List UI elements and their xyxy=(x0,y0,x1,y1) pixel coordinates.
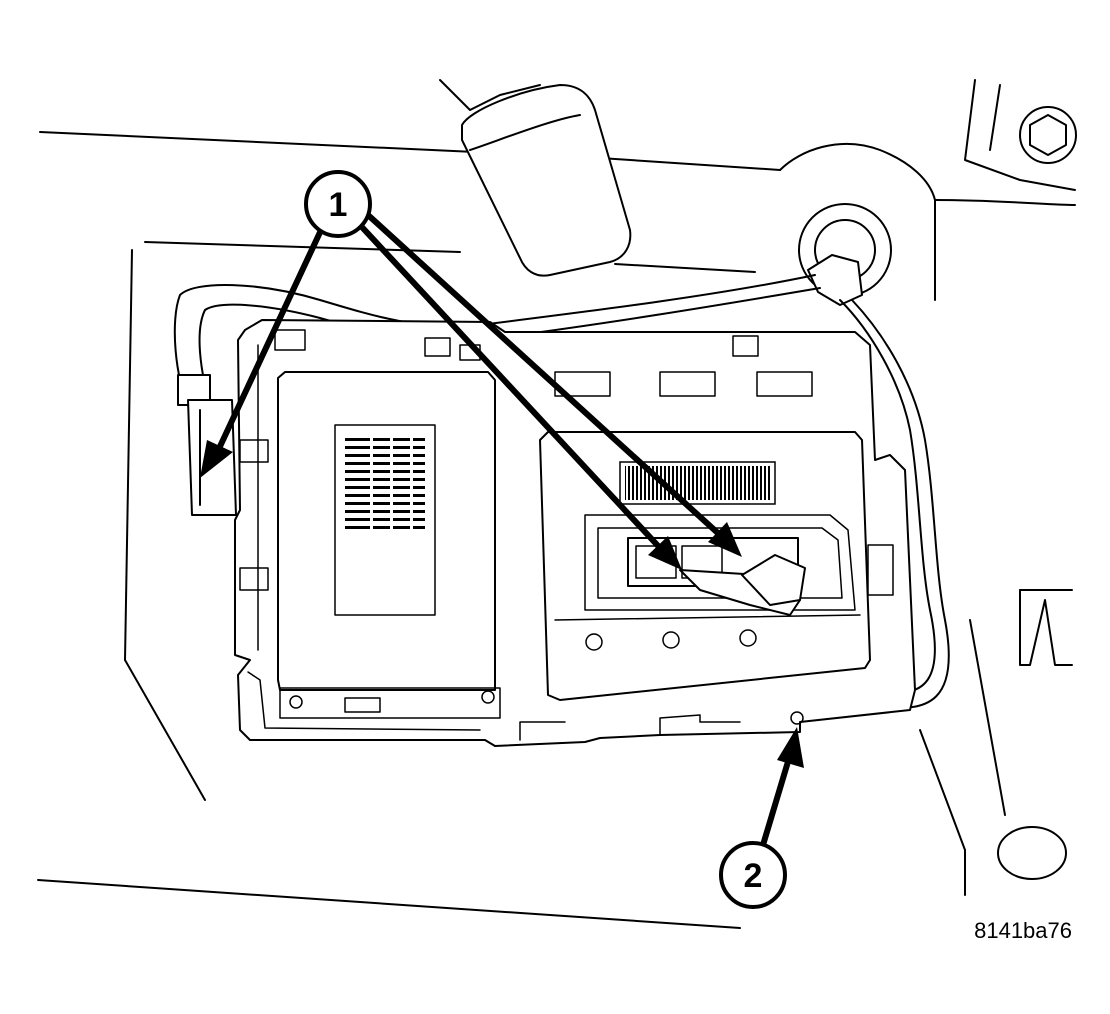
callout-1-label: 1 xyxy=(329,186,348,224)
harness-grommet xyxy=(798,203,892,306)
callout-2-label: 2 xyxy=(744,857,763,895)
seat-belt-buckle xyxy=(439,79,632,277)
callout-1: 1 xyxy=(304,170,372,238)
background-trim-lines xyxy=(37,79,1077,929)
figure-id: 8141ba76 xyxy=(974,918,1072,943)
callout-1-arrows xyxy=(200,212,742,570)
module-connector-plug xyxy=(679,554,806,616)
left-module xyxy=(277,371,501,719)
callout-2-arrow xyxy=(760,727,804,848)
right-module xyxy=(539,431,871,701)
barcode-label xyxy=(345,430,425,530)
callout-2: 2 xyxy=(719,841,787,909)
